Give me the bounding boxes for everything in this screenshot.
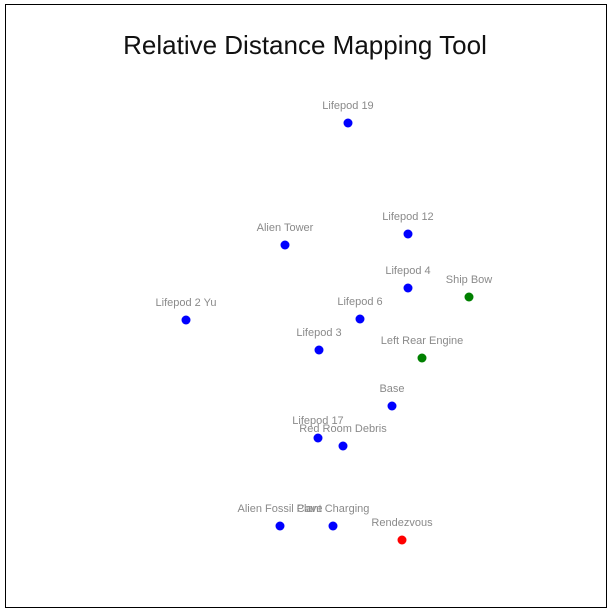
point-label-ship-bow: Ship Bow: [446, 274, 493, 286]
point-rendezvous[interactable]: [397, 535, 407, 545]
point-label-lifepod-3: Lifepod 3: [296, 327, 341, 339]
point-lifepod-3[interactable]: [314, 345, 324, 355]
point-alien-fossil-cave[interactable]: [275, 521, 285, 531]
point-label-lifepod-2-yu: Lifepod 2 Yu: [156, 297, 217, 309]
point-label-lifepod-17: Lifepod 17: [292, 415, 343, 427]
point-label-lifepod-4: Lifepod 4: [385, 265, 430, 277]
point-ship-bow[interactable]: [464, 292, 474, 302]
point-lifepod-17[interactable]: [313, 433, 323, 443]
page-title: Relative Distance Mapping Tool: [123, 30, 487, 60]
point-alien-tower[interactable]: [280, 240, 290, 250]
point-base[interactable]: [387, 401, 397, 411]
point-label-alien-fossil-cave: Alien Fossil Cave: [238, 503, 323, 515]
point-plant-charging[interactable]: [328, 521, 338, 531]
point-lifepod-2-yu[interactable]: [181, 315, 191, 325]
point-label-alien-tower: Alien Tower: [257, 222, 314, 234]
point-label-base: Base: [379, 383, 404, 395]
point-label-rendezvous: Rendezvous: [371, 517, 433, 529]
point-red-room-debris[interactable]: [338, 441, 348, 451]
point-label-lifepod-19: Lifepod 19: [322, 100, 373, 112]
point-label-red-room-debris: Red Room Debris: [299, 423, 387, 435]
point-label-plant-charging: Plant Charging: [297, 503, 370, 515]
point-lifepod-12[interactable]: [403, 229, 413, 239]
point-lifepod-6[interactable]: [355, 314, 365, 324]
point-left-rear-engine[interactable]: [417, 353, 427, 363]
point-label-lifepod-6: Lifepod 6: [337, 296, 382, 308]
point-label-lifepod-12: Lifepod 12: [382, 211, 433, 223]
point-lifepod-19[interactable]: [343, 118, 353, 128]
point-label-left-rear-engine: Left Rear Engine: [381, 335, 464, 347]
point-lifepod-4[interactable]: [403, 283, 413, 293]
map-canvas: [5, 4, 607, 608]
